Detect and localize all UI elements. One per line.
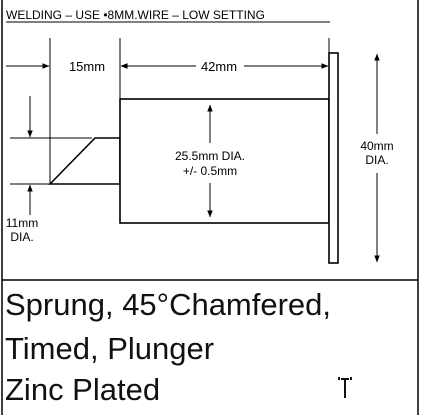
dim-label-plate-dia: 40mm (360, 139, 393, 153)
pin-mark-icon (338, 377, 352, 398)
dim-label-tip-dia-suffix: DIA. (10, 230, 33, 244)
dim-label-15mm: 15mm (69, 59, 105, 74)
dim-label-body-dia: 25.5mm DIA. (175, 149, 245, 163)
description-line-2: Timed, Plunger (5, 331, 215, 366)
dim-label-plate-dia-suffix: DIA. (365, 153, 388, 167)
end-plate (328, 52, 339, 264)
description-line-1: Sprung, 45°Chamfered, (5, 287, 332, 322)
dim-label-42mm: 42mm (201, 59, 237, 74)
chamfered-tip (48, 137, 121, 185)
header-note: WELDING – USE •8MM.WIRE – LOW SETTING (6, 8, 265, 22)
dim-label-body-tolerance: +/- 0.5mm (183, 164, 237, 178)
plunger-body (119, 98, 330, 224)
description-line-3: Zinc Plated (5, 372, 161, 407)
dim-label-tip-dia: 11mm (6, 216, 38, 230)
